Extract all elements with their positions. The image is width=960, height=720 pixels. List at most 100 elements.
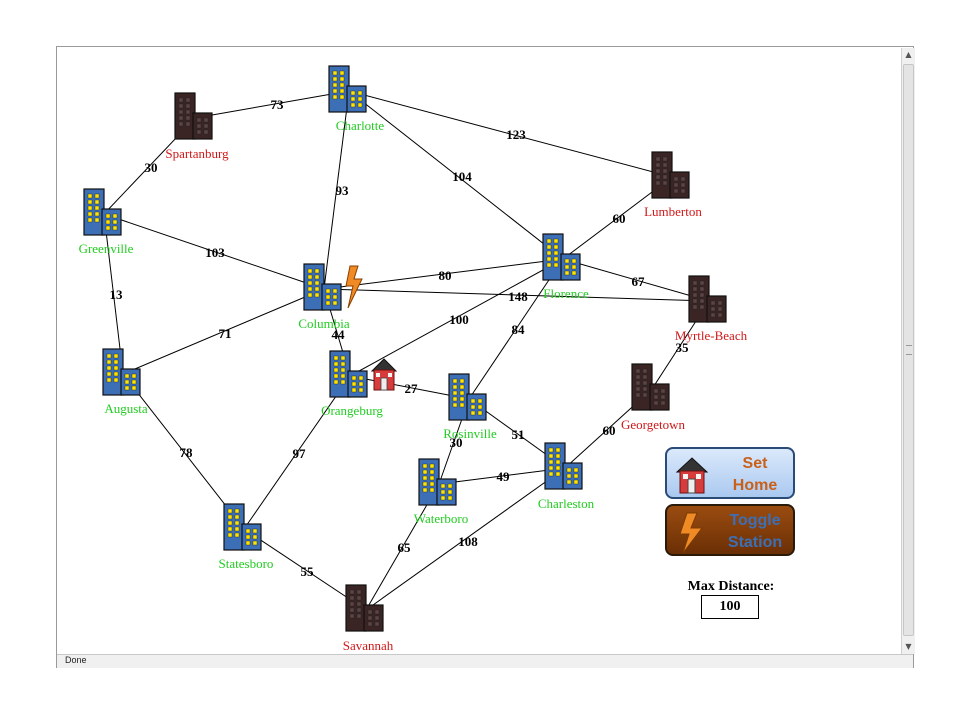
city-name-label: Waterboro (414, 511, 469, 526)
city-name-label: Spartanburg (165, 146, 229, 161)
city-florence[interactable] (542, 233, 581, 281)
road-distance-label: 73 (271, 97, 285, 112)
city-name-label: Rosinville (443, 426, 497, 441)
city-greenville[interactable] (83, 188, 122, 236)
road-distance-label: 97 (293, 446, 307, 461)
city-name-label: Charleston (538, 496, 595, 511)
road-distance-label: 60 (603, 423, 616, 438)
road-columbia-myrtle-beach (323, 288, 710, 302)
road-distance-label: 13 (110, 287, 124, 302)
road-distance-label: 30 (450, 435, 463, 450)
city-name-label: Statesboro (219, 556, 274, 571)
road-charlotte-columbia (323, 90, 350, 290)
set-home-label: Set Home (732, 455, 778, 494)
building-icon (345, 584, 384, 632)
road-spartanburg-charlotte (194, 90, 350, 119)
city-name-label: Charlotte (336, 118, 385, 133)
road-distance-label: 84 (512, 322, 526, 337)
toggle-station-button[interactable]: Toggle Station (665, 504, 795, 556)
road-distance-label: 67 (632, 274, 646, 289)
city-statesboro[interactable] (223, 503, 262, 551)
road-distance-label: 60 (613, 211, 626, 226)
city-lumberton[interactable] (651, 151, 690, 199)
city-georgetown[interactable] (631, 363, 670, 411)
road-distance-label: 27 (405, 381, 419, 396)
road-columbia-florence (323, 258, 564, 290)
city-spartanburg[interactable] (174, 92, 213, 140)
road-charlotte-florence (348, 90, 564, 260)
road-distance-label: 44 (332, 327, 346, 342)
house-icon (675, 457, 709, 494)
building-icon (329, 350, 368, 398)
browser-content-frame (56, 46, 914, 668)
road-charlotte-lumberton (348, 90, 673, 178)
scrollbar-thumb[interactable] (903, 64, 914, 636)
city-savannah[interactable] (345, 584, 384, 632)
building-icon (651, 151, 690, 199)
toggle-station-label: Toggle Station (727, 512, 783, 551)
road-distance-label: 148 (508, 289, 528, 304)
city-rosinville[interactable] (448, 373, 487, 421)
scroll-up-arrow-icon[interactable]: ▲ (905, 50, 912, 59)
city-name-label: Florence (543, 286, 589, 301)
road-distance-label: 55 (301, 564, 315, 579)
building-icon (328, 65, 367, 113)
max-distance-label: Max Distance: (687, 579, 775, 594)
scroll-down-arrow-icon[interactable]: ▼ (905, 642, 912, 651)
city-name-label: Columbia (298, 316, 350, 331)
building-icon (102, 348, 141, 396)
road-greenville-augusta (103, 213, 124, 375)
vertical-scrollbar[interactable]: ▲ ▼ (901, 48, 915, 654)
grip-icon (906, 345, 912, 355)
city-myrtle-beach[interactable] (688, 275, 727, 323)
road-augusta-statesboro (122, 373, 245, 530)
city-name-label: Savannah (343, 638, 394, 653)
lightning-bolt-icon (679, 512, 704, 554)
road-florence-rosinville (468, 258, 564, 400)
building-icon (631, 363, 670, 411)
road-distance-label: 100 (449, 312, 469, 327)
status-bar: Done (57, 654, 913, 668)
city-columbia[interactable] (303, 263, 342, 311)
building-icon (544, 442, 583, 490)
city-waterboro[interactable] (418, 458, 457, 506)
max-distance-input[interactable] (701, 595, 759, 619)
city-name-label: Lumberton (644, 204, 702, 219)
building-icon (303, 263, 342, 311)
road-distance-label: 78 (180, 445, 194, 460)
city-name-label: Greenville (79, 241, 134, 256)
road-orangeburg-statesboro (243, 375, 351, 530)
city-name-label: Augusta (104, 401, 148, 416)
building-icon (542, 233, 581, 281)
building-icon (448, 373, 487, 421)
road-waterboro-charleston (438, 467, 566, 485)
building-icon (418, 458, 457, 506)
city-name-label: Myrtle-Beach (675, 328, 748, 343)
status-text: Done (65, 655, 87, 665)
road-distance-label: 49 (497, 469, 511, 484)
road-distance-label: 51 (512, 427, 525, 442)
city-charlotte[interactable] (328, 65, 367, 113)
road-distance-label: 103 (205, 245, 225, 260)
road-distance-label: 80 (439, 268, 452, 283)
city-name-label: Georgetown (621, 417, 686, 432)
set-home-button[interactable]: Set Home (665, 447, 795, 499)
road-charleston-savannah (365, 467, 566, 611)
road-augusta-columbia (122, 288, 325, 375)
city-orangeburg[interactable] (329, 350, 368, 398)
building-icon (174, 92, 213, 140)
city-name-label: Orangeburg (321, 403, 383, 418)
city-augusta[interactable] (102, 348, 141, 396)
city-charleston[interactable] (544, 442, 583, 490)
home-house-icon (370, 358, 398, 391)
building-icon (688, 275, 727, 323)
road-distance-label: 108 (458, 534, 478, 549)
road-florence-orangeburg (349, 258, 564, 377)
road-florence-myrtle-beach (562, 258, 710, 302)
road-distance-label: 93 (336, 183, 350, 198)
road-distance-label: 30 (145, 160, 158, 175)
station-lightning-icon (345, 265, 363, 309)
road-greenville-columbia (103, 213, 325, 290)
road-distance-label: 71 (219, 326, 232, 341)
